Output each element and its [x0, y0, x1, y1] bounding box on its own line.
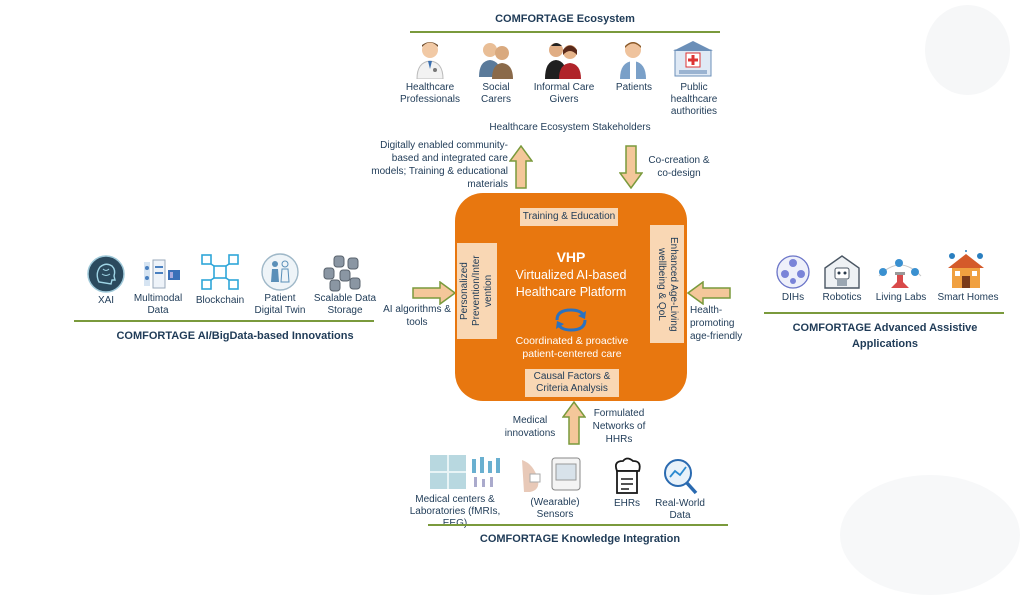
- vhp-causal-box: Causal Factors & Criteria Analysis: [525, 369, 619, 397]
- vhp-tagline: Coordinated & proactive patient-centered…: [515, 335, 629, 360]
- ai-rule: [74, 320, 374, 322]
- knowledge-label-medical-centers: Medical centers & Laboratories (fMRIs, E…: [409, 494, 501, 529]
- carers-icon: [479, 43, 513, 79]
- doctor-icon: [416, 42, 444, 79]
- search-data-icon: [664, 459, 698, 495]
- ai-label-digital-twin: Patient Digital Twin: [254, 293, 306, 316]
- assist-label-dihs: DIHs: [781, 292, 805, 303]
- ai-label-xai: XAI: [97, 295, 115, 306]
- bottom-left-arrow-text: Medical innovations: [504, 415, 556, 439]
- vhp-training-box: Training & Education: [520, 208, 618, 226]
- eco-label-informal-care-givers: Informal Care Givers: [533, 82, 595, 105]
- eco-label-healthcare-professionals: Healthcare Professionals: [399, 82, 461, 105]
- brain-icon: [87, 255, 125, 293]
- assist-rule: [764, 312, 1004, 314]
- ai-label-blockchain: Blockchain: [195, 295, 245, 306]
- lab-equipment-icon: [430, 455, 500, 489]
- vhp-platform-box: Training & Education Personalized Preven…: [455, 193, 687, 401]
- decor-circle-top: [925, 5, 1010, 95]
- eco-label-public-authorities: Public healthcare authorities: [670, 82, 718, 117]
- caregivers-icon: [545, 43, 581, 79]
- knowledge-label-sensors: (Wearable) Sensors: [530, 497, 580, 520]
- top-left-arrow-text: Digitally enabled community-based and in…: [371, 140, 508, 190]
- arrow-up-top: [509, 145, 533, 189]
- smart-home-icon: [948, 250, 984, 288]
- ehr-icon: [614, 457, 641, 494]
- multimodal-icon: [144, 259, 180, 289]
- cycle-icon: [555, 308, 587, 332]
- decor-circle-bottom: [840, 475, 1020, 595]
- arrow-right-left: [412, 281, 456, 305]
- ecosystem-title: COMFORTAGE Ecosystem: [495, 13, 635, 25]
- left-arrow-text: AI algorithms & tools: [383, 304, 451, 328]
- ai-label-multimodal: Multimodal Data: [133, 293, 183, 316]
- eco-label-social-carers: Social Carers: [480, 82, 511, 105]
- eco-label-patients: Patients: [615, 82, 653, 93]
- vhp-wellbeing-box: Enhanced Age-Living wellbeing & QoL: [650, 225, 684, 343]
- right-arrow-text: Health-promoting age-friendly: [690, 305, 743, 342]
- assist-label-smart-homes: Smart Homes: [937, 292, 999, 303]
- database-icon: [323, 255, 361, 292]
- patient-icon: [620, 42, 646, 79]
- assist-title: COMFORTAGE Advanced Assistive Applicatio…: [792, 322, 978, 350]
- assist-label-living-labs: Living Labs: [875, 292, 927, 303]
- arrow-up-bottom: [562, 401, 586, 445]
- robot-icon: [824, 255, 860, 289]
- digital-twin-icon: [261, 253, 299, 291]
- knowledge-rule: [428, 524, 728, 526]
- ecosystem-subtitle: Healthcare Ecosystem Stakeholders: [489, 122, 651, 133]
- vhp-title: VHP: [556, 249, 586, 265]
- knowledge-label-ehrs: EHRs: [613, 498, 641, 509]
- bottom-right-arrow-text: Formulated Networks of HHRs: [592, 408, 646, 445]
- arrow-down-top: [619, 145, 643, 189]
- ai-label-storage: Scalable Data Storage: [313, 293, 377, 316]
- vhp-subtitle: Virtualized AI-based Healthcare Platform: [515, 268, 627, 299]
- blockchain-icon: [201, 254, 239, 290]
- lab-icon: [878, 259, 922, 288]
- hospital-icon: [673, 41, 713, 77]
- assist-label-robotics: Robotics: [822, 292, 862, 303]
- knowledge-label-real-world-data: Real-World Data: [655, 498, 705, 521]
- vhp-prevention-box: Personalized Prevention/Inter vention: [457, 243, 497, 339]
- network-icon: [776, 255, 810, 289]
- arrow-left-right: [687, 281, 731, 305]
- ecosystem-rule: [410, 31, 720, 33]
- ai-title: COMFORTAGE AI/BigData-based Innovations: [116, 330, 354, 342]
- top-right-arrow-text: Co-creation & co-design: [648, 155, 710, 179]
- wearable-icon: [522, 457, 581, 492]
- knowledge-title: COMFORTAGE Knowledge Integration: [479, 533, 681, 545]
